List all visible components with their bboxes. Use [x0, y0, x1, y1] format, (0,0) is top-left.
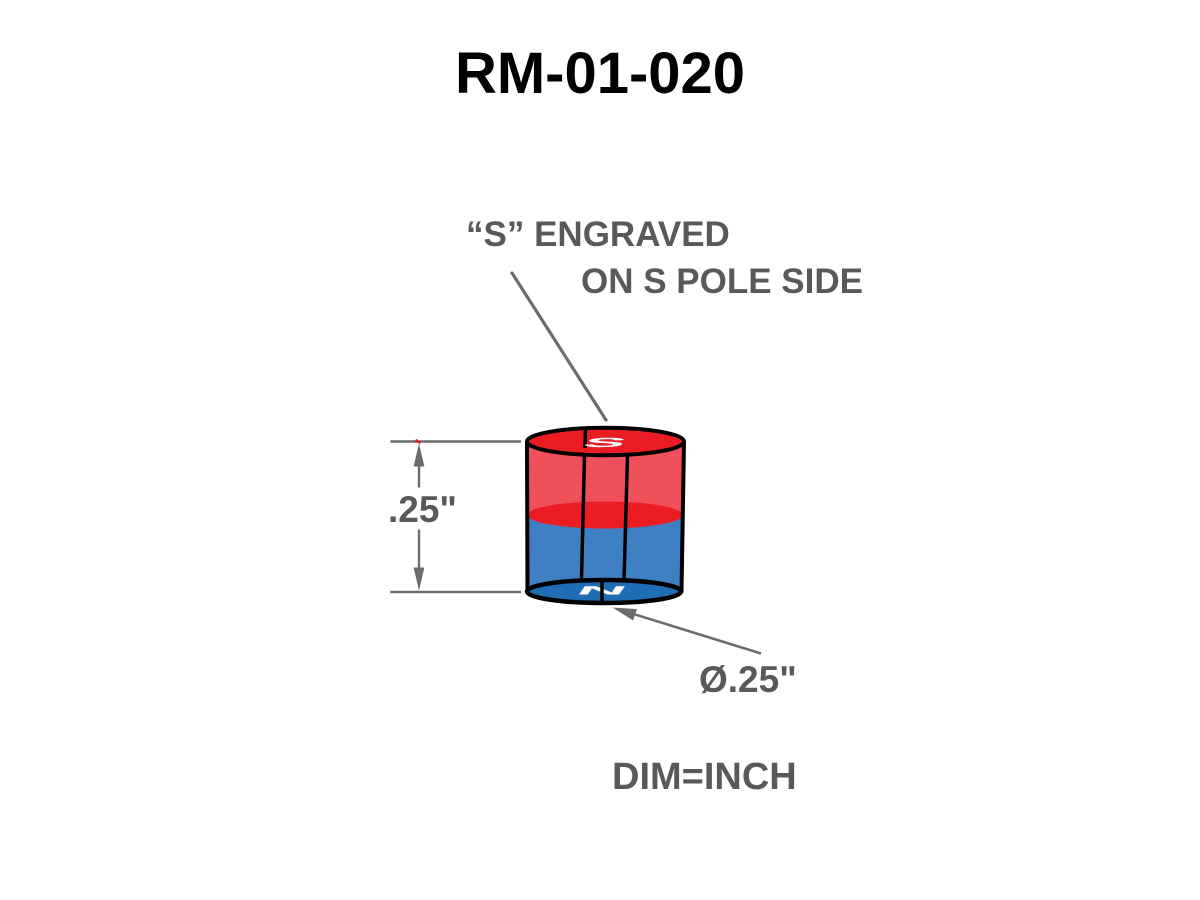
top-pole-engraving: S — [579, 435, 631, 450]
height-arrow-up — [413, 443, 425, 467]
engraving-callout-line2: ON S POLE SIDE — [581, 262, 863, 301]
magnet-pole-boundary-disc — [527, 501, 683, 529]
diameter-leader-line — [631, 612, 762, 655]
cylinder-left-edge — [525, 440, 530, 594]
height-arrow-down — [413, 567, 425, 591]
units-note: DIM=INCH — [612, 756, 797, 798]
diameter-leader — [612, 607, 762, 655]
height-dimension-label: .25" — [388, 489, 457, 530]
cylinder-right-edge — [679, 440, 686, 594]
magnet-top-face — [525, 425, 686, 458]
wireframe-line-right — [622, 454, 630, 582]
engraving-callout-line1: “S” ENGRAVED — [466, 215, 730, 254]
diameter-leader-arrow — [612, 607, 637, 621]
callout-leader-line — [510, 271, 608, 422]
wireframe-line-left — [579, 453, 587, 582]
diameter-dimension-label: Ø.25" — [699, 659, 797, 700]
magnet-cylinder: N S — [524, 425, 686, 606]
defpoint-tick — [414, 438, 422, 445]
top-face-wireframe-line — [583, 428, 588, 449]
part-number-title: RM-01-020 — [454, 41, 746, 106]
height-dimension — [390, 438, 521, 594]
